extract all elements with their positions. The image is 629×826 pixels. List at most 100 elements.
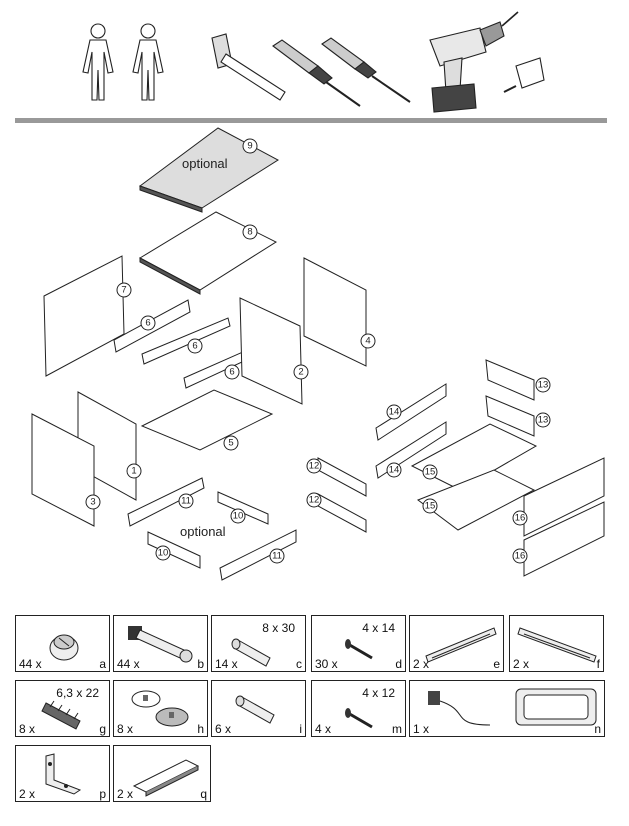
part-number: 16 (515, 551, 526, 562)
callout-circle (269, 548, 285, 564)
angle-bracket-icon (45, 753, 82, 795)
part-letter: m (392, 722, 402, 736)
part-number: 2 (298, 367, 303, 378)
part-letter: q (200, 787, 207, 801)
part-number: 10 (158, 548, 169, 559)
drawer-runner-icon (517, 627, 597, 663)
callout-circle (155, 545, 171, 561)
part-letter: h (197, 722, 204, 736)
part-number: 7 (121, 285, 126, 296)
part-quantity: 8 x (19, 722, 36, 736)
part-cell-d: 4 x 14 30 x d (311, 615, 406, 672)
callout-circle (512, 510, 528, 526)
person-icon (132, 23, 164, 101)
part-number: 6 (192, 341, 197, 352)
part-number: 14 (389, 465, 400, 476)
part-quantity: 44 x (117, 657, 140, 671)
screw-icon (345, 708, 373, 729)
part-letter: d (395, 657, 402, 671)
part-quantity: 2 x (19, 787, 36, 801)
part-number: 4 (365, 336, 370, 347)
callout-circle (224, 364, 240, 380)
part-size: 4 x 12 (362, 686, 395, 700)
hammer-icon (211, 33, 286, 101)
part-number: 11 (272, 551, 282, 562)
part-cell-m: 4 x 12 4 x m (311, 680, 406, 737)
optional-label: optional (182, 156, 228, 171)
shelf-profile-icon (132, 759, 200, 797)
part-cell-c: 8 x 30 14 x c (211, 615, 306, 672)
part-number: 15 (425, 501, 436, 512)
part-number: 10 (233, 511, 244, 522)
part-cell-g: 6,3 x 22 8 x g (15, 680, 110, 737)
part-number: 9 (247, 141, 252, 152)
part-cell-n: 1 x n (409, 680, 605, 737)
part-letter: g (99, 722, 106, 736)
part-letter: c (296, 657, 302, 671)
callout-circle (422, 498, 438, 514)
felt-pad-icon (131, 690, 189, 727)
callout-circle (386, 462, 402, 478)
callout-circle (242, 224, 258, 240)
drawer-runner-icon (425, 627, 497, 663)
part-number: 5 (228, 438, 233, 449)
part-cell-h: 8 x h (113, 680, 208, 737)
drill-icon (429, 11, 519, 113)
part-number: 12 (309, 461, 320, 472)
screw-icon (345, 639, 373, 660)
cam-lock-icon (49, 634, 79, 661)
part-cell-e: 2 x e (409, 615, 504, 672)
callout-circle (306, 458, 322, 474)
callout-circle (187, 338, 203, 354)
part-number: 14 (389, 407, 400, 418)
dowel-icon (235, 695, 275, 724)
threaded-insert-icon (41, 700, 81, 730)
part-number: 13 (538, 415, 549, 426)
callout-circle (386, 404, 402, 420)
callout-circle (140, 315, 156, 331)
part-quantity: 2 x (513, 657, 530, 671)
part-quantity: 30 x (315, 657, 338, 671)
part-number: 1 (131, 466, 136, 477)
part-cell-f: 2 x f (509, 615, 604, 672)
part-quantity: 8 x (117, 722, 134, 736)
person-icon (82, 23, 114, 101)
tape-measure-icon (503, 57, 545, 93)
part-number: 13 (538, 380, 549, 391)
part-number: 3 (90, 497, 95, 508)
part-number: 6 (145, 318, 150, 329)
callout-circle (293, 364, 309, 380)
part-letter: b (197, 657, 204, 671)
part-number: 12 (309, 495, 320, 506)
part-letter: f (596, 657, 600, 671)
callout-circle (535, 377, 551, 393)
part-number: 15 (425, 467, 436, 478)
part-size: 4 x 14 (362, 621, 395, 635)
divider (15, 118, 607, 123)
part-cell-b: 44 x b (113, 615, 208, 672)
part-quantity: 1 x (413, 722, 430, 736)
part-number: 11 (181, 496, 191, 507)
part-letter: e (493, 657, 500, 671)
part-number: 6 (229, 367, 234, 378)
callout-circle (535, 412, 551, 428)
part-number: 16 (515, 513, 526, 524)
dowel-icon (231, 638, 271, 667)
callout-circle (116, 282, 132, 298)
cam-bolt-icon (128, 626, 193, 663)
part-cell-a: 44 x a (15, 615, 110, 672)
part-number: 8 (247, 227, 252, 238)
part-cell-q: 2 x q (113, 745, 211, 802)
callout-circle (306, 492, 322, 508)
optional-label: optional (180, 524, 226, 539)
callout-circle (242, 138, 258, 154)
part-size: 6,3 x 22 (56, 686, 99, 700)
callout-circle (230, 508, 246, 524)
callout-circle (223, 435, 239, 451)
callout-circle (85, 494, 101, 510)
part-letter: n (594, 722, 601, 736)
part-letter: a (99, 657, 106, 671)
